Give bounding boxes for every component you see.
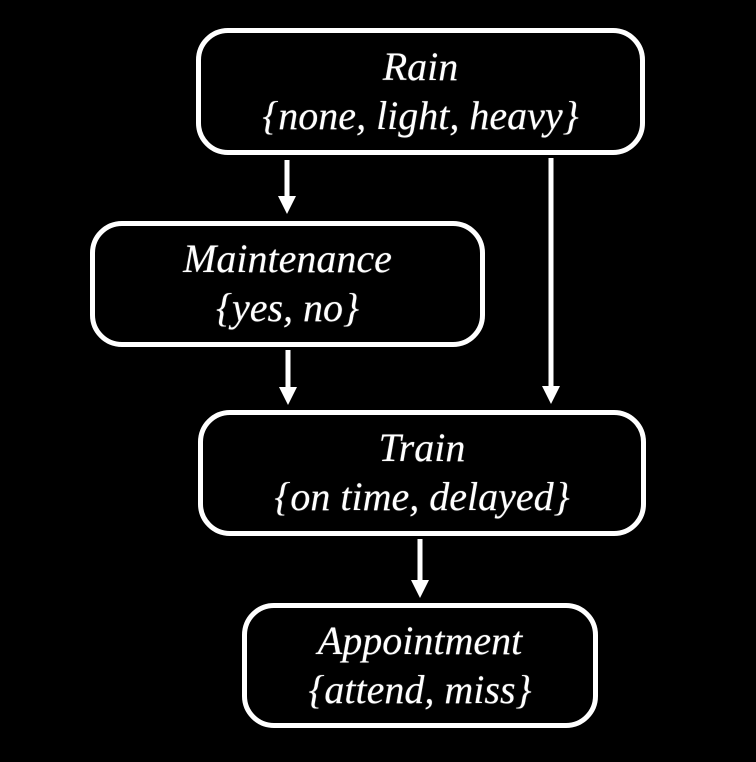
node-maintenance: Maintenance {yes, no} bbox=[90, 221, 485, 347]
node-rain-domain: {none, light, heavy} bbox=[262, 92, 579, 138]
edge-rain-to-maintenance-arrow bbox=[278, 160, 296, 214]
edge-maintenance-to-train-arrow bbox=[279, 350, 297, 405]
node-train-label: Train bbox=[378, 425, 466, 471]
node-appointment-domain: {attend, miss} bbox=[308, 666, 532, 712]
edge-rain-to-train-arrow bbox=[542, 158, 560, 404]
node-train: Train {on time, delayed} bbox=[198, 410, 646, 536]
node-maintenance-domain: {yes, no} bbox=[215, 285, 360, 330]
node-rain-label: Rain bbox=[382, 43, 459, 89]
node-appointment-label: Appointment bbox=[317, 617, 523, 663]
edge-train-to-appointment-arrow bbox=[411, 539, 429, 598]
node-appointment: Appointment {attend, miss} bbox=[242, 603, 598, 728]
node-rain: Rain {none, light, heavy} bbox=[196, 28, 645, 155]
node-maintenance-label: Maintenance bbox=[183, 236, 392, 282]
node-train-domain: {on time, delayed} bbox=[274, 474, 570, 519]
